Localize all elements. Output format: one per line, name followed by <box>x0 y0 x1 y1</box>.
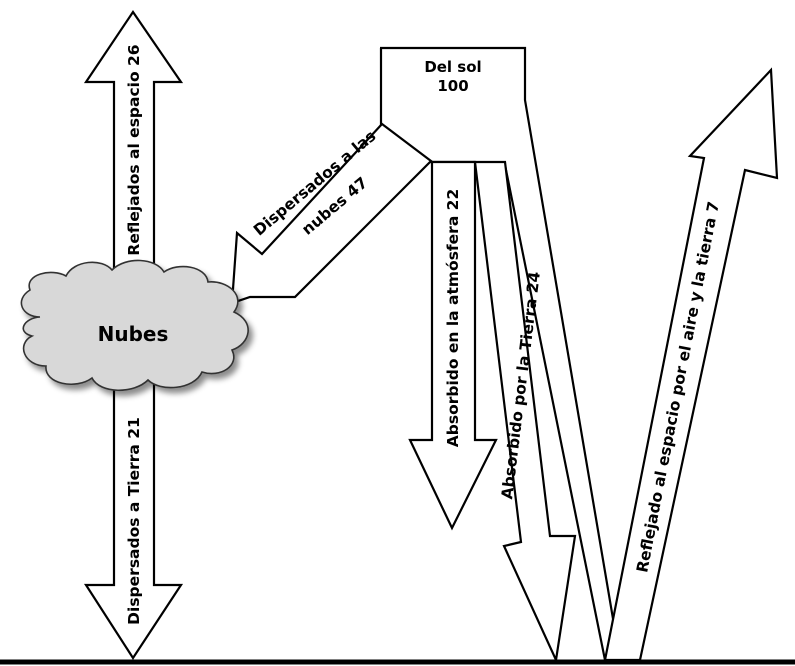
absorbed-atmosphere-arrow <box>408 160 498 531</box>
absorbed-atmosphere-label: Absorbido en la atmósfera 22 <box>444 189 462 448</box>
cloud-label: Nubes <box>98 322 169 346</box>
sun-source-title: Del sol <box>424 58 481 76</box>
scattered-to-earth-arrow <box>83 378 184 661</box>
reflected-air-earth-label: Reflejado al espacio por el aire y la ti… <box>633 200 723 574</box>
sun-source-value: 100 <box>437 77 468 95</box>
cloud-shape <box>20 259 249 391</box>
scattered-earth-label: Dispersados a Tierra 21 <box>125 417 143 625</box>
absorbed-earth-arrow <box>473 160 577 664</box>
scattered-to-clouds-arrow <box>230 122 433 305</box>
reflected-space-label: Reflejados al espacio 26 <box>125 44 143 255</box>
reflected-air-earth-arrow <box>603 67 779 662</box>
